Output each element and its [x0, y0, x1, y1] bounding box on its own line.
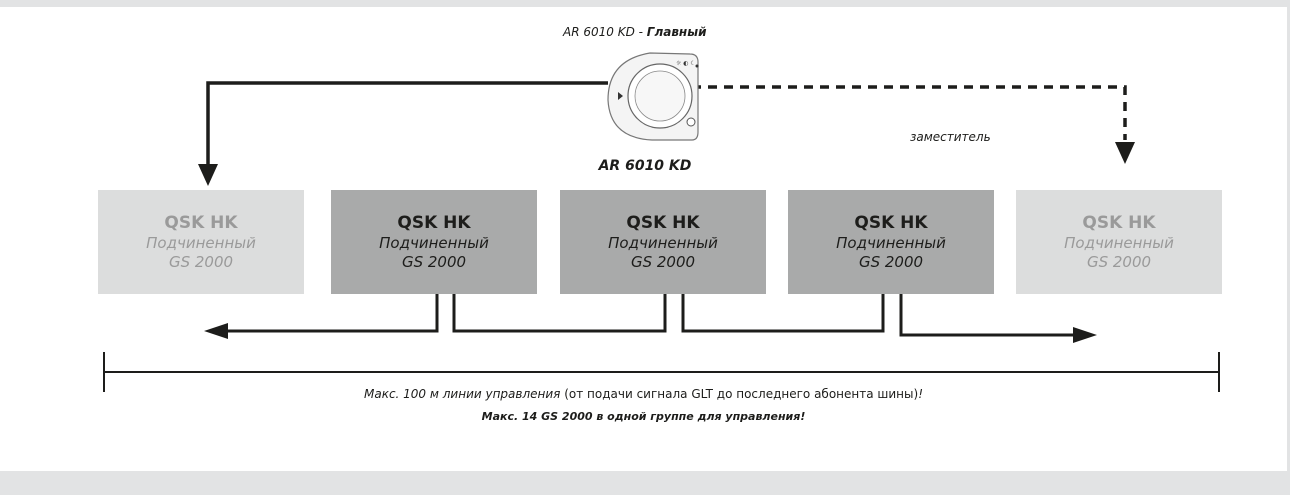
group-limit-note: Макс. 14 GS 2000 в одной группе для упра…	[481, 410, 806, 423]
box-name: QSK HK	[1082, 212, 1156, 233]
deputy-arrowhead	[1115, 142, 1135, 164]
master-link-line	[206, 81, 608, 168]
device-label: AR 6010 KD	[598, 158, 692, 174]
bus-line-center-right	[681, 294, 885, 333]
box-role: Подчиненный	[608, 233, 718, 252]
deputy-caption: заместитель	[910, 130, 991, 144]
master-caption: AR 6010 KD - Главный	[563, 25, 707, 39]
box-model: GS 2000	[1086, 252, 1152, 271]
bus-line-right	[899, 294, 1075, 337]
bus-arrowhead-right	[1073, 327, 1097, 343]
box-name: QSK HK	[397, 212, 471, 233]
box-role: Подчиненный	[1064, 233, 1174, 252]
slave-box-3: QSK HK Подчиненный GS 2000	[560, 190, 766, 294]
bus-line-left	[225, 294, 439, 333]
box-name: QSK HK	[626, 212, 700, 233]
box-model: GS 2000	[630, 252, 696, 271]
slave-box-5: QSK HK Подчиненный GS 2000	[1016, 190, 1222, 294]
box-model: GS 2000	[168, 252, 234, 271]
box-role: Подчиненный	[146, 233, 256, 252]
master-arrowhead	[198, 164, 218, 186]
line-length-note: Макс. 100 м линии управления (от подачи …	[363, 387, 923, 401]
bus-line-center-left	[452, 294, 667, 333]
slave-box-2: QSK HK Подчиненный GS 2000	[331, 190, 537, 294]
box-name: QSK HK	[164, 212, 238, 233]
bus-arrowhead-left	[204, 323, 228, 339]
box-role: Подчиненный	[836, 233, 946, 252]
box-model: GS 2000	[401, 252, 467, 271]
box-role: Подчиненный	[379, 233, 489, 252]
box-name: QSK HK	[854, 212, 928, 233]
top-band	[0, 0, 1290, 7]
thermostat-device-icon: ☼ ◐ ☾	[607, 52, 699, 141]
slave-box-1: QSK HK Подчиненный GS 2000	[98, 190, 304, 294]
box-model: GS 2000	[858, 252, 924, 271]
slave-box-4: QSK HK Подчиненный GS 2000	[788, 190, 994, 294]
svg-text:☼ ◐ ☾: ☼ ◐ ☾	[676, 60, 696, 67]
bottom-band	[0, 471, 1290, 495]
deputy-link-line	[692, 85, 1127, 140]
